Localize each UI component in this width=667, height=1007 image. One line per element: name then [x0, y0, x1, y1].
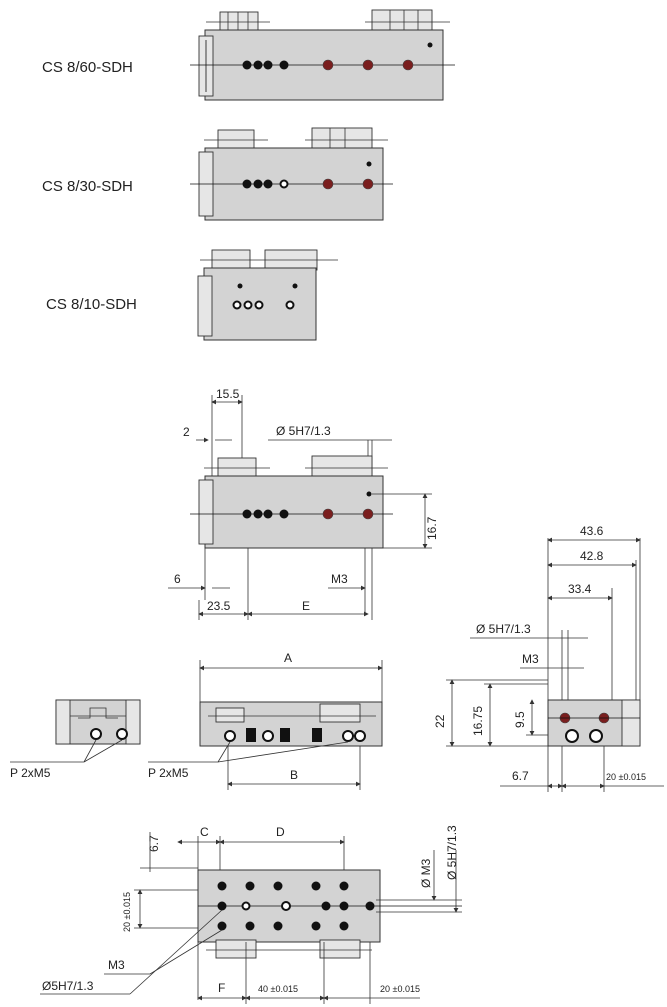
dim-20-tol-side: 20 ±0.015: [606, 772, 646, 782]
bottom-view: C D 6.7 20 ±0.015 Ø M3 Ø 5H7/1.3 M3 Ø5H7…: [40, 825, 462, 1004]
front-view-center: A P 2xM5 B: [148, 651, 383, 790]
dim-e: E: [302, 599, 310, 613]
slide-body-dimensioned: [204, 475, 384, 549]
dim-43-6: 43.6: [580, 524, 604, 538]
dim-9-5: 9.5: [513, 711, 527, 728]
dim-16-75: 16.75: [471, 706, 485, 736]
dim-23-5: 23.5: [207, 599, 231, 613]
top-view: 15.5 2 Ø 5H7/1.3 16.7 6 M3: [168, 387, 439, 620]
port-label-center: P 2xM5: [148, 766, 189, 780]
dim-22: 22: [433, 714, 447, 728]
dim-6-7-bottom: 6.7: [147, 835, 161, 852]
dim-bore-bottom: Ø5H7/1.3: [42, 979, 94, 993]
model-label-10: CS 8/10-SDH: [46, 296, 137, 313]
dim-d: D: [276, 825, 285, 839]
model-label-60: CS 8/60-SDH: [42, 59, 133, 76]
dim-33-4: 33.4: [568, 582, 592, 596]
dim-m3-side: M3: [522, 652, 539, 666]
gripper-cap-left: [206, 11, 270, 33]
dim-6-7-side: 6.7: [512, 769, 529, 783]
dim-a: A: [284, 651, 292, 665]
dim-bore-side: Ø 5H7/1.3: [476, 622, 531, 636]
dim-f: F: [218, 981, 225, 995]
model-cs-8-10: CS 8/10-SDH: [46, 249, 338, 341]
dim-20-tol-vertical: 20 ±0.015: [122, 892, 132, 932]
dim-42-8: 42.8: [580, 549, 604, 563]
dim-m3-top: M3: [331, 572, 348, 586]
front-view-left: P 2xM5: [10, 699, 141, 780]
dim-bore-vertical: Ø 5H7/1.3: [445, 825, 459, 880]
model-cs-8-30: CS 8/30-SDH: [42, 127, 393, 221]
dim-2: 2: [183, 425, 190, 439]
side-view: 43.6 42.8 33.4 Ø 5H7/1.3 M3 22 16.75 9.5: [433, 524, 664, 792]
dim-40-tol: 40 ±0.015: [258, 984, 298, 994]
dim-16-7: 16.7: [425, 516, 439, 540]
dim-6: 6: [174, 572, 181, 586]
port-label-left: P 2xM5: [10, 766, 51, 780]
dim-m3-vertical: Ø M3: [419, 858, 433, 888]
dim-15-5: 15.5: [216, 387, 240, 401]
model-label-30: CS 8/30-SDH: [42, 178, 133, 195]
gripper-cap-right: [365, 9, 450, 33]
dim-20-tol-bottom: 20 ±0.015: [380, 984, 420, 994]
dim-m3-bottom: M3: [108, 958, 125, 972]
slide-body-10: [203, 267, 317, 341]
model-cs-8-60: CS 8/60-SDH: [42, 9, 455, 101]
dim-c: C: [200, 825, 209, 839]
dim-bore-top: Ø 5H7/1.3: [276, 424, 331, 438]
dim-b: B: [290, 768, 298, 782]
